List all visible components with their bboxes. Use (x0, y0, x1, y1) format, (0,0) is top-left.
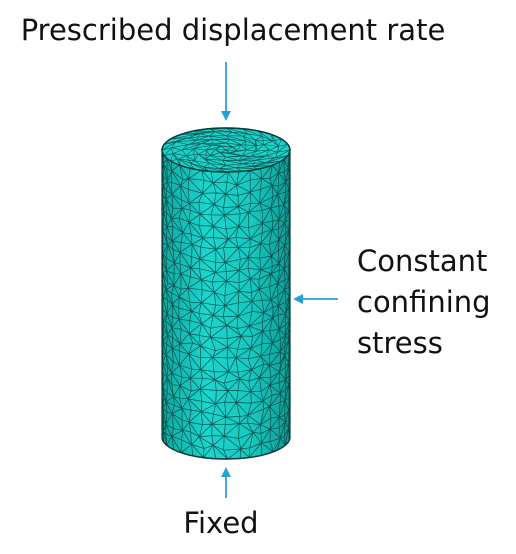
top-rim (161, 127, 291, 173)
right-label-line3: stress (357, 326, 443, 360)
right-label-line1: Constant (357, 244, 487, 278)
top-label: Prescribed displacement rate (21, 13, 446, 47)
top-mesh (162, 128, 290, 172)
bottom-rim (161, 436, 291, 460)
right-label-line2: confining (357, 285, 491, 319)
cylinder-specimen (161, 127, 291, 460)
bottom-label: Fixed (183, 506, 258, 540)
top-mesh-lines (162, 128, 290, 172)
